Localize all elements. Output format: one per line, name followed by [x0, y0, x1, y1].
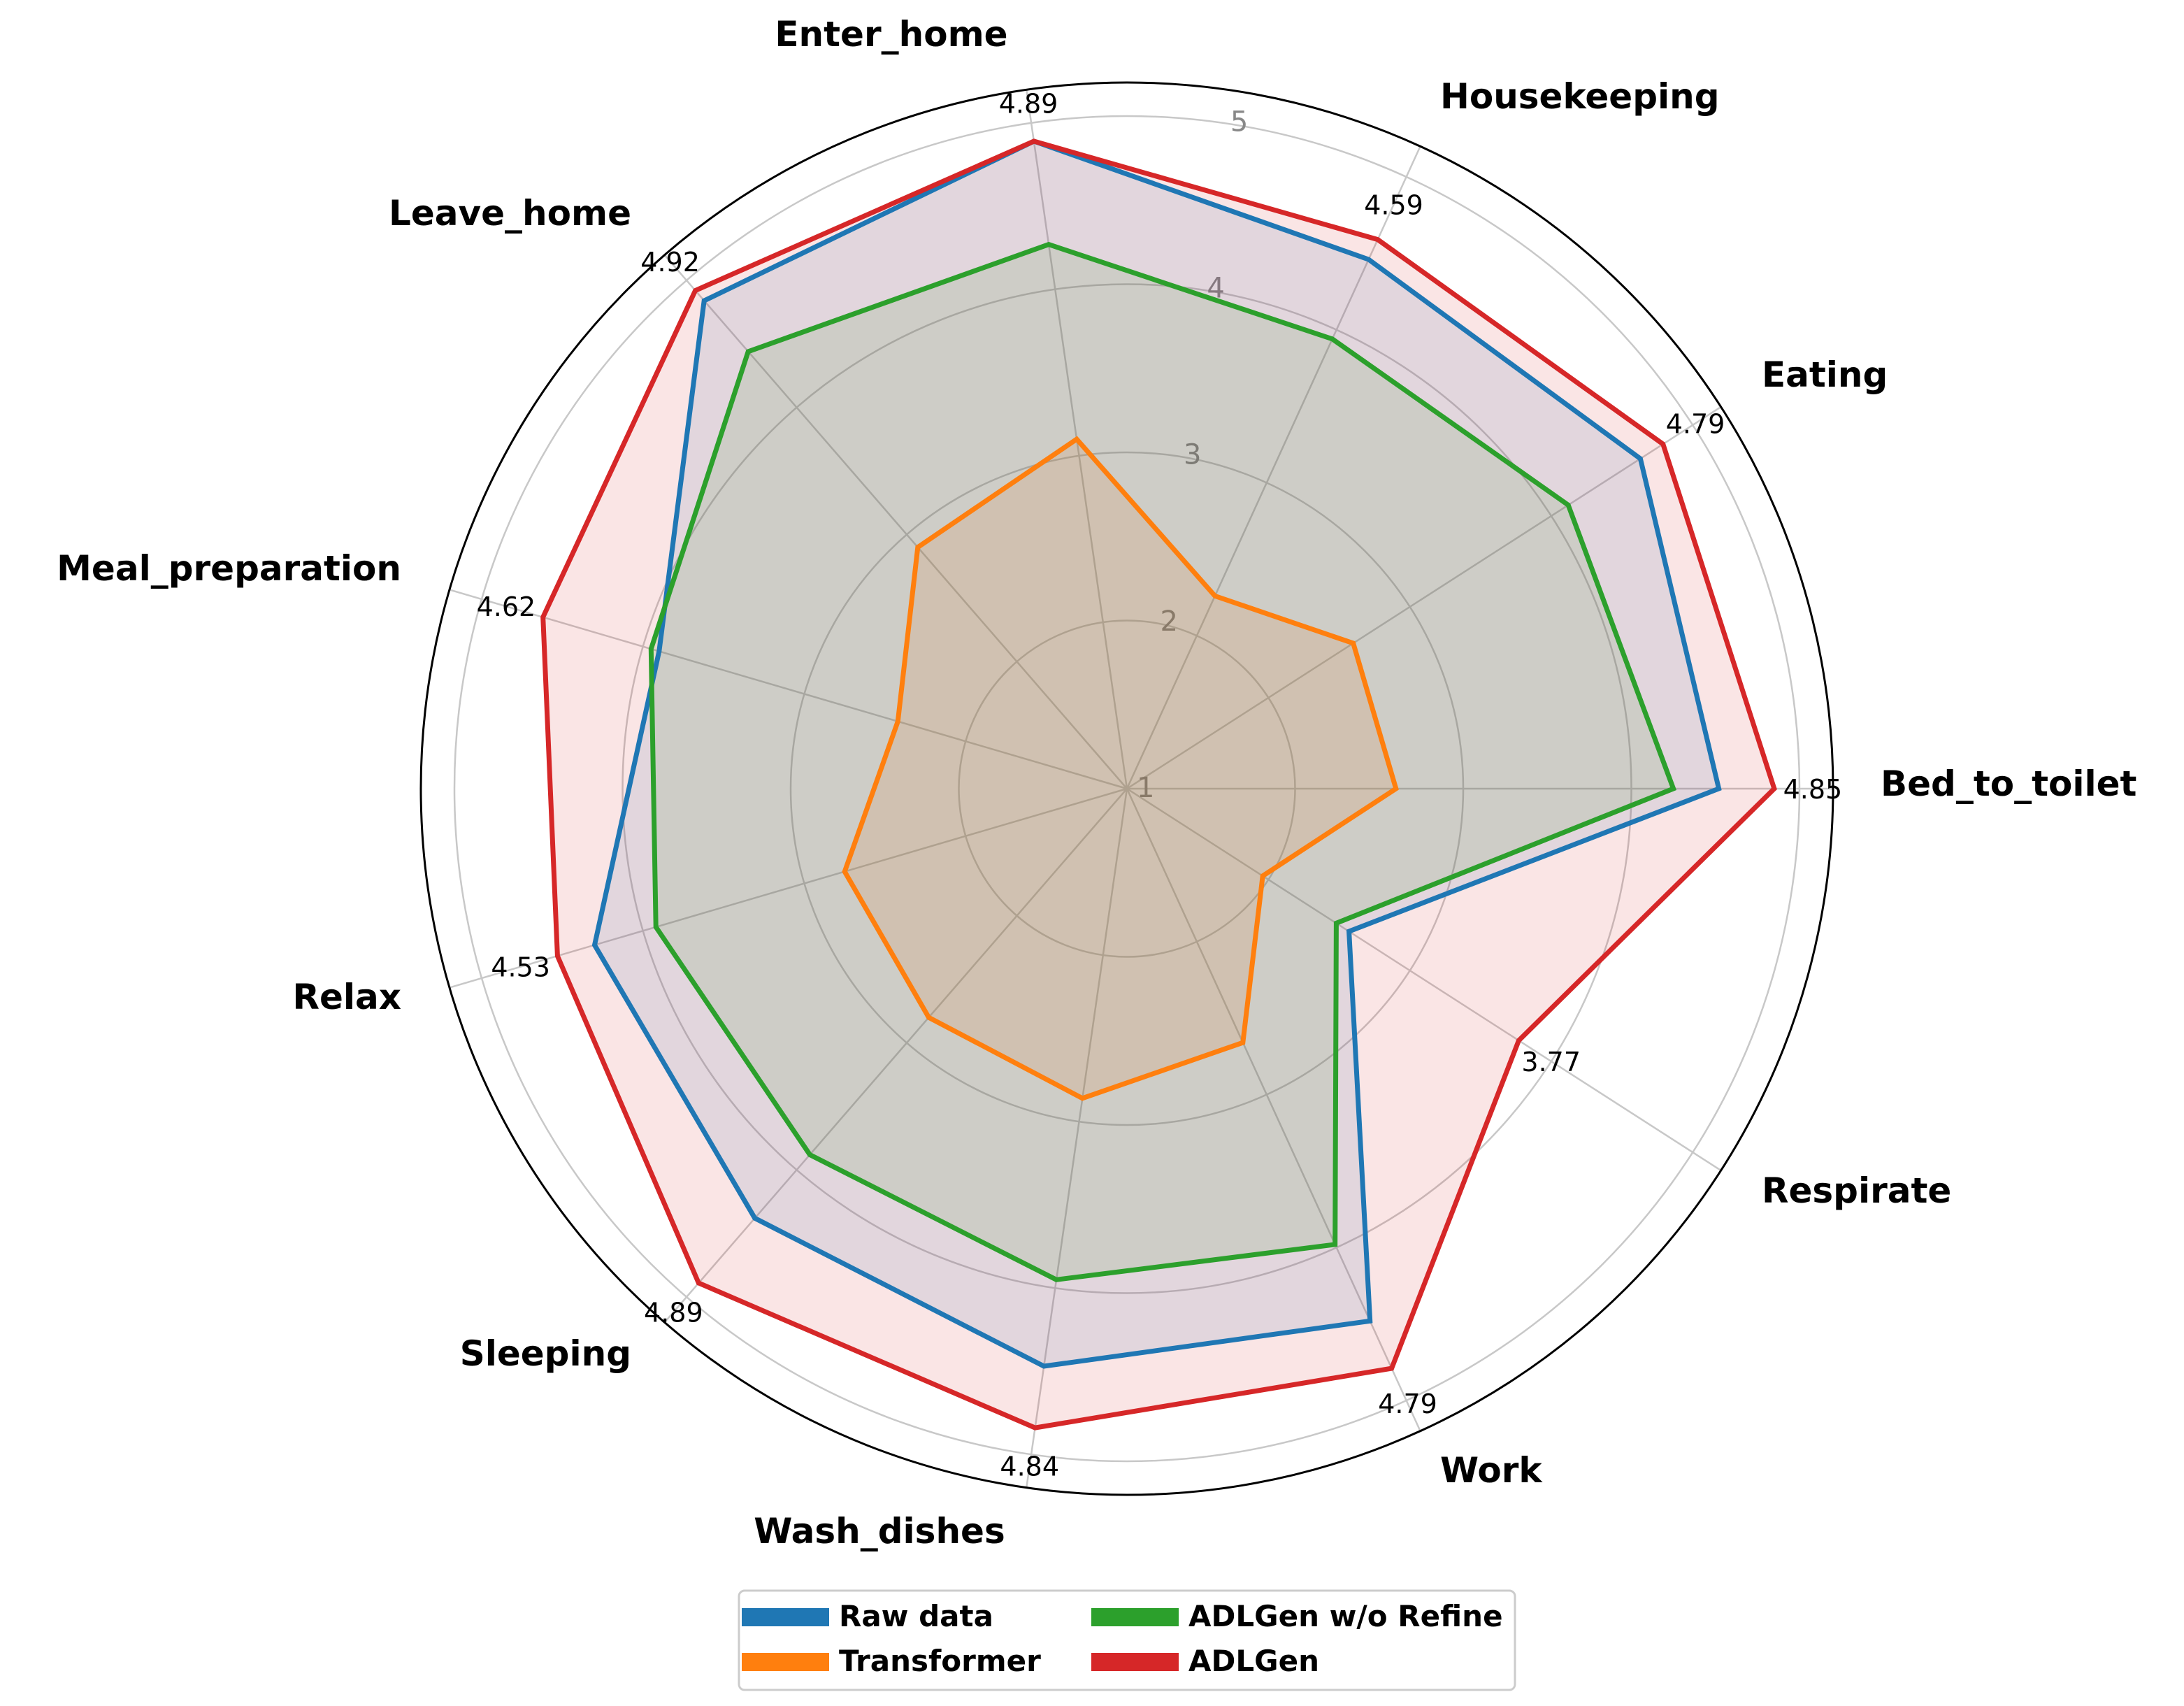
legend-box	[738, 1589, 1516, 1691]
grid-spoke	[449, 787, 1128, 989]
series-line	[648, 241, 1677, 1282]
r-tick-label: 3	[1184, 439, 1201, 471]
legend-swatch	[1091, 1608, 1179, 1626]
r-tick-label: 2	[1160, 605, 1177, 638]
value-label: 4.84	[1000, 1451, 1059, 1482]
grid-spoke	[1126, 406, 1722, 790]
radar-series	[540, 138, 1777, 1431]
value-label: 4.89	[999, 89, 1058, 120]
grid-spoke	[1126, 787, 1722, 1172]
series-line	[591, 138, 1722, 1369]
legend-swatch	[1091, 1653, 1179, 1671]
grid-spoke	[1126, 788, 1421, 1432]
value-label: 4.62	[477, 592, 536, 622]
value-label: 3.77	[1521, 1047, 1581, 1077]
series-fill	[594, 141, 1719, 1366]
grid-spoke	[1026, 788, 1128, 1488]
series-line	[540, 138, 1777, 1431]
category-label: Eating	[1762, 354, 1888, 395]
grid-spoke	[663, 788, 1128, 1324]
legend-label: ADLGen	[1188, 1644, 1319, 1678]
category-label: Leave_home	[389, 193, 631, 234]
legend-label: Transformer	[839, 1644, 1041, 1678]
r-tick-label: 5	[1230, 106, 1248, 138]
category-label: Relax	[292, 977, 401, 1017]
category-label: Bed_to_toilet	[1881, 764, 2136, 804]
value-label: 4.89	[644, 1298, 703, 1328]
category-label: Work	[1440, 1450, 1543, 1491]
series-fill	[543, 141, 1774, 1428]
value-label: 4.92	[640, 247, 700, 278]
category-label: Respirate	[1762, 1170, 1951, 1211]
series-fill	[845, 439, 1396, 1098]
value-label: 4.53	[491, 952, 550, 983]
value-label: 4.59	[1364, 190, 1423, 221]
category-label: Meal_preparation	[57, 548, 401, 589]
outer-frame	[419, 81, 1834, 1496]
category-label: Enter_home	[775, 14, 1007, 55]
legend-swatch	[742, 1608, 829, 1626]
r-tick-label: 1	[1137, 772, 1154, 804]
grid-spoke	[449, 589, 1128, 790]
value-label: 4.85	[1783, 774, 1843, 805]
category-label: Housekeeping	[1440, 76, 1720, 117]
series-line	[842, 436, 1399, 1101]
value-label: 4.79	[1378, 1389, 1437, 1419]
series-fill	[651, 244, 1674, 1280]
legend-label: ADLGen w/o Refine	[1188, 1599, 1503, 1633]
category-label: Sleeping	[460, 1333, 631, 1374]
category-label: Wash_dishes	[754, 1511, 1005, 1551]
value-label: 4.79	[1666, 408, 1725, 439]
radar-labels: Bed_to_toilet Eating Housekeeping Enter_hom…	[57, 14, 2136, 1551]
grid-spoke	[1126, 145, 1421, 789]
legend-label: Raw data	[839, 1599, 993, 1633]
grid-spoke	[663, 254, 1128, 789]
legend-swatch	[742, 1653, 829, 1671]
